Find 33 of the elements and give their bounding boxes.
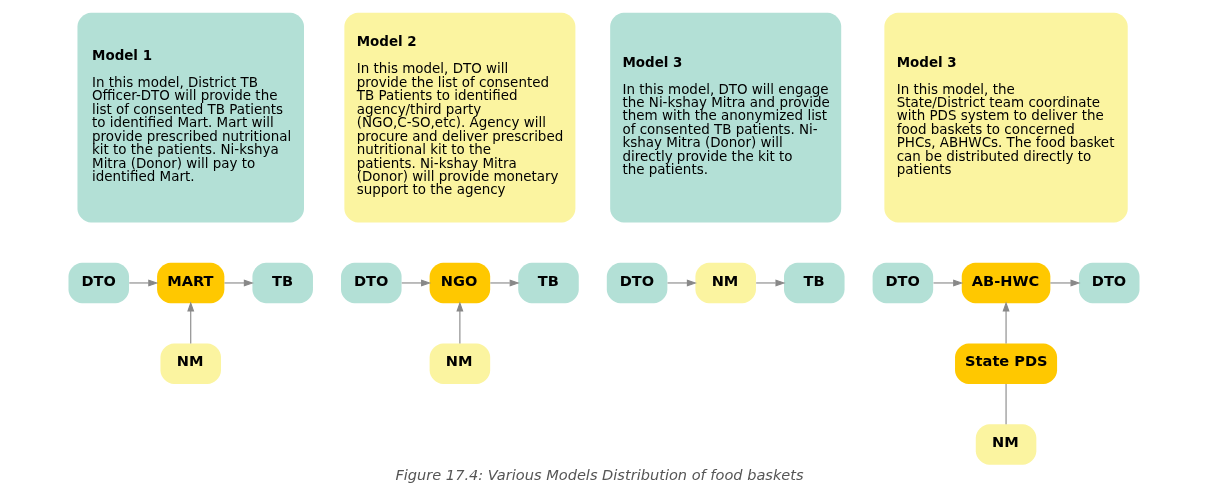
arrow bbox=[187, 301, 195, 345]
node-box: Model 3 In this model, DTO will engage the Ni-kshay Mitra and provide them with the anonymized list of consented TB patients. Ni-kshay Mitra (Donor) will directly provide the kit to the patients. bbox=[610, 12, 842, 223]
node-box: TB bbox=[252, 262, 313, 304]
arrow bbox=[489, 279, 520, 287]
node-box: DTO bbox=[606, 262, 668, 304]
arrow bbox=[755, 279, 786, 287]
node-box: NM bbox=[695, 262, 756, 304]
node-box: State PDS bbox=[955, 343, 1058, 384]
node-box: DTO bbox=[1078, 262, 1140, 304]
arrow bbox=[1049, 279, 1081, 287]
arrow bbox=[1002, 301, 1010, 345]
node-box: DTO bbox=[872, 262, 934, 304]
connector bbox=[1005, 383, 1007, 425]
node-box: Model 2 In this model, DTO will provide the list of consented TB Patients to identified agency/third party (NGO,C-SO,etc). Agency will procure and deliver prescribed nutritional kit to the patients. Ni-kshay Mitra (Donor) will provide monetary support to the agency bbox=[344, 12, 576, 223]
arrow bbox=[223, 279, 254, 287]
node-box: TB bbox=[784, 262, 845, 304]
node-box: TB bbox=[518, 262, 579, 304]
caption: Figure 17.4: Various Models Distribution of food baskets bbox=[395, 465, 804, 483]
arrow bbox=[667, 279, 697, 287]
node-box: Model 1 In this model, District TB Officer-DTO will provide the list of consented TB Patients to identified Mart. Mart will provide prescribed nutritional kit to the patients. Ni-kshya Mitra (Donor) will pay to identified Mart. bbox=[77, 12, 304, 223]
arrow bbox=[932, 279, 964, 287]
node-box: NM bbox=[975, 424, 1037, 465]
node-box: AB-HWC bbox=[961, 262, 1051, 304]
node-box: Model 3 In this model, the State/District team coordinate with PDS system to deliver the food baskets to concerned PHCs, ABHWCs. The food basket can be distributed directly to patients bbox=[884, 12, 1128, 223]
node-box: MART bbox=[157, 262, 225, 304]
arrow bbox=[401, 279, 432, 287]
node-box: NM bbox=[160, 343, 221, 384]
arrow bbox=[128, 279, 159, 287]
node-box: NM bbox=[429, 343, 491, 384]
arrow bbox=[456, 301, 464, 345]
node-box: DTO bbox=[68, 262, 130, 304]
node-box: NGO bbox=[429, 262, 491, 304]
node-box: DTO bbox=[341, 262, 402, 304]
